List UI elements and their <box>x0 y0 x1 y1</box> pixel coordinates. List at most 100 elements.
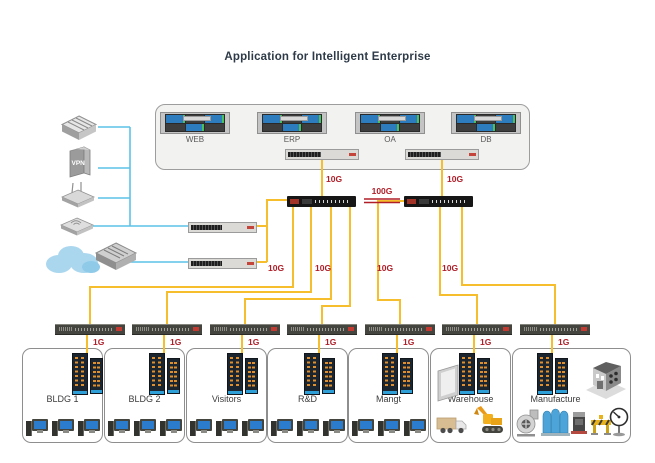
section-label: Mangt <box>375 394 401 404</box>
section-rnd: R&D <box>267 348 348 443</box>
desktop-computer-icon <box>25 418 48 437</box>
access-switch-5 <box>365 324 435 335</box>
diagram-title: Application for Intelligent Enterprise <box>224 51 431 63</box>
industrial-switch-icon <box>459 353 475 395</box>
computers-row <box>105 418 184 437</box>
network-switch-icon <box>60 115 98 140</box>
desktop-computer-icon <box>189 418 212 437</box>
truck-icon <box>436 417 467 434</box>
desktop-computer-icon <box>159 418 182 437</box>
computers-row <box>268 418 347 437</box>
computers-row <box>349 418 428 437</box>
computers-row <box>187 418 266 437</box>
section-mangt: Mangt <box>348 348 429 443</box>
access-switch-6 <box>442 324 512 335</box>
server-room-switch-2 <box>405 149 479 160</box>
industrial-switch-icon <box>322 358 335 394</box>
industrial-switch-icon <box>477 358 490 394</box>
desktop-computer-icon <box>403 418 426 437</box>
speed-label-1g: 1G <box>325 337 337 347</box>
server-label: ERP <box>283 135 301 144</box>
aggregation-switch-2 <box>188 258 257 269</box>
speed-label-10g: 10G <box>268 263 285 273</box>
desktop-computer-icon <box>270 418 293 437</box>
desktop-computer-icon <box>296 418 319 437</box>
industrial-switch-icon <box>304 353 320 395</box>
factory-icon <box>586 362 626 399</box>
access-switch-1 <box>55 324 125 335</box>
core-switch-2 <box>404 196 473 207</box>
access-switch-7 <box>520 324 590 335</box>
core-switch-1 <box>287 196 356 207</box>
section-visitors: Visitors <box>186 348 267 443</box>
gauge-icon <box>609 407 629 437</box>
desktop-computer-icon <box>77 418 100 437</box>
section-manufacture: Manufacture <box>512 348 631 443</box>
server-oa: OA <box>355 112 425 144</box>
desktop-computer-icon <box>241 418 264 437</box>
industrial-switch-icon <box>245 358 258 394</box>
desktop-computer-icon <box>51 418 74 437</box>
speed-label-1g: 1G <box>93 337 105 347</box>
section-label: Manufacture <box>530 394 581 404</box>
server-label: OA <box>384 135 396 144</box>
wireless-router-icon <box>61 182 95 208</box>
aggregation-switch-1 <box>188 222 257 233</box>
industrial-switch-icon <box>382 353 398 395</box>
desktop-computer-icon <box>215 418 238 437</box>
section-bldg-2: BLDG 2 <box>104 348 185 443</box>
section-bldg-1: BLDG 1 <box>22 348 103 443</box>
industrial-switch-icon <box>149 353 165 395</box>
server-icon <box>451 112 521 134</box>
speed-label-10g: 10G <box>447 174 464 184</box>
server-web: WEB <box>160 112 230 144</box>
excavator-icon <box>474 406 503 433</box>
industrial-switch-icon <box>90 358 103 394</box>
server-db: DB <box>451 112 521 144</box>
server-label: DB <box>480 135 492 144</box>
edge-router-icon <box>94 242 138 270</box>
speed-label-10g: 10G <box>442 263 459 273</box>
link-core2-to-access7 <box>461 207 556 325</box>
speed-label-10g: 10G <box>326 174 343 184</box>
server-icon <box>257 112 327 134</box>
server-icon <box>160 112 230 134</box>
machine-icon <box>571 412 587 434</box>
vpn-gateway-icon: VPN <box>69 146 91 178</box>
access-switch-3 <box>210 324 280 335</box>
speed-label-1g: 1G <box>403 337 415 347</box>
server-label: WEB <box>185 135 205 144</box>
section-warehouse: Warehouse <box>430 348 511 443</box>
section-label: BLDG 1 <box>46 394 79 404</box>
barrier-icon <box>591 415 611 435</box>
computers-row <box>23 418 102 437</box>
speed-label-10g: 10G <box>377 263 394 273</box>
section-label: BLDG 2 <box>128 394 161 404</box>
speed-label-1g: 1G <box>558 337 570 347</box>
industrial-switch-icon <box>537 353 553 395</box>
industrial-switch-icon <box>555 358 568 394</box>
speed-label-1g: 1G <box>248 337 260 347</box>
desktop-computer-icon <box>107 418 130 437</box>
desktop-computer-icon <box>351 418 374 437</box>
industrial-switch-icon <box>400 358 413 394</box>
desktop-computer-icon <box>377 418 400 437</box>
speed-label-1g: 1G <box>480 337 492 347</box>
desktop-computer-icon <box>133 418 156 437</box>
panel-icon <box>437 364 459 402</box>
industrial-switch-icon <box>72 353 88 395</box>
industrial-switch-icon <box>227 353 243 395</box>
industrial-switch-icon <box>167 358 180 394</box>
server-room-switch-1 <box>285 149 359 160</box>
section-label: Warehouse <box>447 394 494 404</box>
speed-label-100g: 100G <box>371 186 393 196</box>
desktop-computer-icon <box>322 418 345 437</box>
section-label: Visitors <box>211 394 242 404</box>
speed-label-1g: 1G <box>170 337 182 347</box>
access-point-icon <box>60 217 94 236</box>
section-label: R&D <box>297 394 317 404</box>
blower-icon <box>516 409 539 437</box>
speed-label-10g: 10G <box>315 263 332 273</box>
access-switch-4 <box>287 324 357 335</box>
